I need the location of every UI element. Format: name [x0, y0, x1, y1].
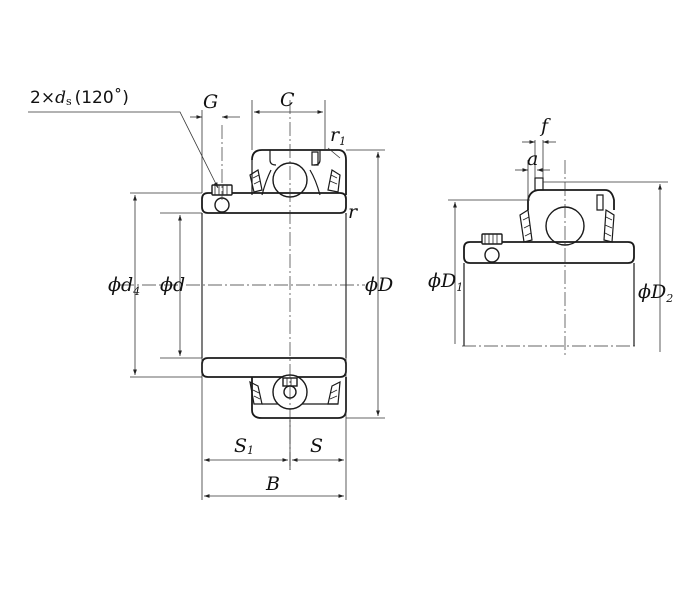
label-S1: S1 [234, 435, 254, 457]
right-view: f a ϕD1 ϕD2 [428, 115, 673, 355]
label-a: a [527, 148, 538, 170]
label-phi-D1: ϕD1 [428, 270, 463, 294]
outer-ring-upper [251, 149, 347, 195]
label-phi-D: ϕD [365, 274, 393, 296]
label-phi-d: ϕd [160, 274, 185, 296]
label-r: r [348, 201, 359, 223]
seal-upper [249, 169, 341, 193]
left-view: 2×ds(120˚) G C r1 r ϕd4 ϕd ϕD S1 S B [28, 87, 393, 500]
label-phi-d4: ϕd4 [108, 274, 140, 298]
screw-note-label: 2×ds(120˚) [30, 87, 129, 108]
label-B: B [265, 473, 280, 495]
label-f: f [539, 115, 551, 137]
inner-ring-upper [201, 192, 347, 214]
label-r1: r1 [330, 124, 346, 148]
label-phi-D2: ϕD2 [638, 281, 673, 305]
label-S: S [310, 435, 323, 457]
screw-note-leader [28, 111, 219, 189]
label-C: C [280, 89, 295, 111]
set-screw-right [481, 233, 503, 263]
outer-ring-right [519, 177, 615, 243]
label-G: G [203, 91, 218, 113]
inner-ring-right [463, 241, 635, 264]
inner-ring-lower [201, 357, 347, 378]
